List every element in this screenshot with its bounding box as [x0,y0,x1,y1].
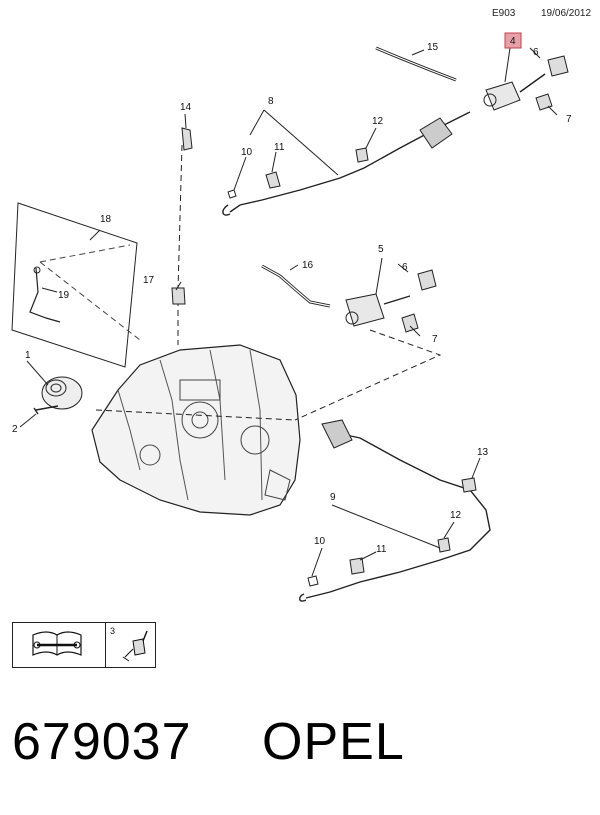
release-bearing [41,376,83,410]
callout-2: 2 [12,424,18,435]
legend-note: 3 [110,626,116,636]
diagram-code: E903 [492,8,516,19]
callout-19: 19 [58,290,70,301]
callout-1: 1 [25,350,31,361]
callout-11-upper: 11 [274,142,285,153]
bleeder-valve-icon [122,630,148,662]
callout-7-upper: 7 [566,114,572,125]
callout-5: 5 [378,244,384,255]
callout-6-upper: 6 [533,47,539,58]
callout-17: 17 [143,275,155,286]
callout-7-lower: 7 [432,334,438,345]
callout-14: 14 [180,102,192,113]
callout-13: 13 [477,447,489,458]
callout-11-lower: 11 [376,544,387,555]
master-cylinder-lower [345,293,411,327]
callout-9: 9 [330,492,336,503]
master-cylinder-upper [483,73,546,111]
diagram-date: 19/06/2012 [541,8,592,19]
legend-box: 3 [12,622,156,668]
workshop-manual-icon [32,631,82,656]
legend-divider [105,623,106,667]
callout-8: 8 [268,96,274,107]
callout-10-upper: 10 [241,147,253,158]
callout-16: 16 [302,260,314,271]
callout-12-lower: 12 [450,510,462,521]
callout-6-lower: 6 [402,262,408,273]
part-number: 679037 [12,713,192,771]
brand-name: OPEL [262,713,405,771]
callout-15: 15 [427,42,439,53]
highlight-box [504,32,522,49]
callout-18: 18 [100,214,112,225]
transmission-housing [91,344,301,516]
callout-10-lower: 10 [314,536,326,547]
inset-panel [11,202,138,368]
callout-12-upper: 12 [372,116,384,127]
callout-4: 4 [510,36,516,47]
